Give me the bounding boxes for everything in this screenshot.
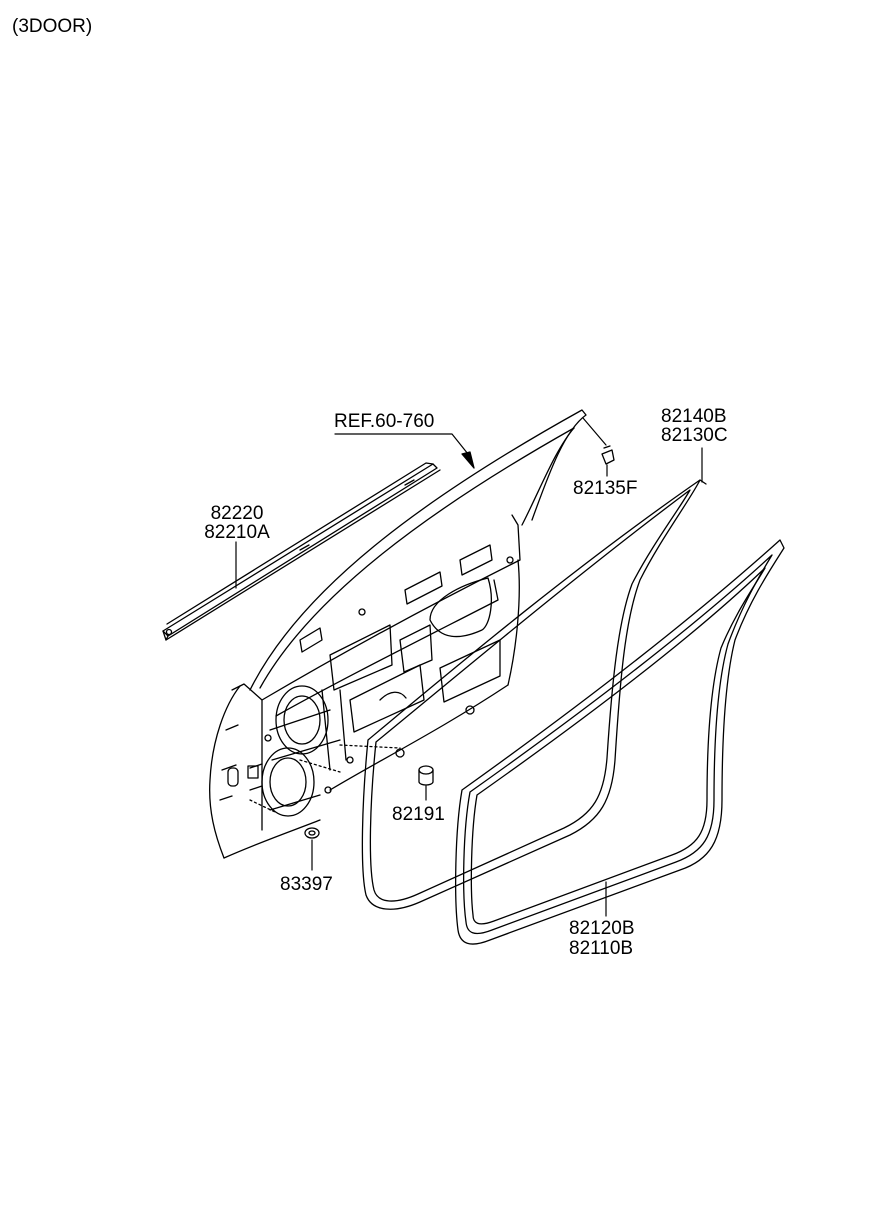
plug-part <box>395 748 434 786</box>
hole-cover-part <box>304 827 320 839</box>
ref-label: REF.60-760 <box>334 411 435 432</box>
label-82135f: 82135F <box>573 478 638 499</box>
label-83397: 83397 <box>280 874 333 895</box>
label-82220: 82220 <box>210 503 264 524</box>
clip-part <box>601 445 615 465</box>
belt-weatherstrip-part <box>162 462 441 641</box>
label-82120b: 82120B <box>569 918 635 939</box>
label-82130c: 82130C <box>661 425 728 446</box>
door-panel-part <box>209 409 587 859</box>
label-82191: 82191 <box>392 804 445 825</box>
ref-arrowhead <box>461 451 475 469</box>
label-82110b: 82110B <box>569 938 634 959</box>
label-82210a: 82210A <box>204 522 270 543</box>
body-side-weatherstrip-part <box>455 539 785 945</box>
variant-label: (3DOOR) <box>12 16 93 37</box>
label-82140b: 82140B <box>661 406 727 427</box>
door-side-weatherstrip-part <box>361 479 707 910</box>
leader-lines <box>235 417 703 917</box>
